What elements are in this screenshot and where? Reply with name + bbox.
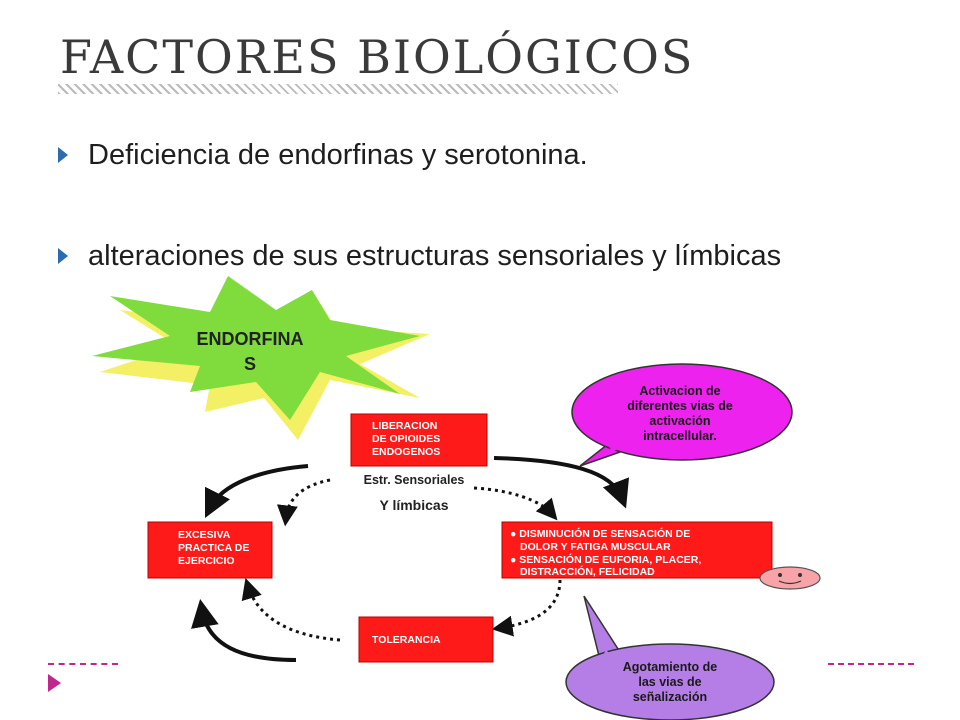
dotted-arrow-top-left: [276, 478, 331, 527]
bubble-top-line-1: Activacion de: [639, 384, 720, 398]
title-decoration: [58, 84, 618, 94]
bullet-text: alteraciones de sus estructuras sensoria…: [88, 240, 782, 272]
starburst-label-line-2: S: [244, 354, 256, 374]
box-efectos-line-3: ● SENSACIÓN DE EUFORIA, PLACER,: [510, 553, 701, 566]
starburst-label-line-1: ENDORFINA: [197, 329, 304, 349]
slide-title: FACTORES BIOLÓGICOS: [60, 30, 695, 84]
box-efectos-line-1: ● DISMINUCIÓN DE SENSACIÓN DE: [510, 527, 690, 540]
bubble-bottom-line-1: Agotamiento de: [623, 660, 717, 674]
box-excesiva-line-1: EXCESIVA: [178, 529, 231, 541]
center-label-line-2: Y límbicas: [379, 497, 448, 513]
box-excesiva: EXCESIVA PRACTICA DE EJERCICIO: [147, 521, 273, 579]
bubble-bottom-line-3: señalización: [633, 690, 707, 704]
box-liberacion-line-1: LIBERACION: [372, 420, 437, 432]
speech-bubble-activacion: Activacion de diferentes vias de activac…: [571, 363, 793, 467]
box-efectos: ● DISMINUCIÓN DE SENSACIÓN DE DOLOR Y FA…: [501, 521, 773, 579]
endorfinas-starburst: ENDORFINA S: [92, 276, 430, 440]
smiley-face-icon: [759, 566, 821, 590]
speech-bubble-agotamiento: Agotamiento de las vias de señalización: [565, 595, 775, 720]
bullet-item-2: alteraciones de sus estructuras sensoria…: [58, 238, 838, 274]
bullet-item-1: Deficiencia de endorfinas y serotonina.: [58, 137, 778, 173]
bubble-bottom-line-2: las vias de: [638, 675, 701, 689]
box-excesiva-line-3: EJERCICIO: [178, 555, 235, 567]
arrow-bottom-left: [191, 598, 297, 662]
bubble-top-line-2: diferentes vias de: [627, 399, 733, 413]
box-efectos-line-4: DISTRACCIÓN, FELICIDAD: [520, 565, 655, 578]
box-liberacion-line-3: ENDOGENOS: [372, 446, 440, 458]
arrow-top-right: [493, 456, 630, 509]
footer-arrow-icon: [48, 674, 61, 692]
dotted-arrow-top-right: [473, 486, 558, 521]
arrow-top-left: [204, 464, 309, 519]
box-excesiva-line-2: PRACTICA DE: [178, 542, 249, 554]
dotted-arrow-bottom-right: [491, 579, 562, 637]
bubble-top-line-3: activación: [649, 414, 710, 428]
dotted-arrow-bottom-left: [241, 577, 341, 642]
footer-dashed-line-right: [828, 663, 914, 665]
box-efectos-line-2: DOLOR Y FATIGA MUSCULAR: [520, 541, 671, 553]
bullet-text: Deficiencia de endorfinas y serotonina.: [88, 139, 588, 171]
box-tolerancia-label: TOLERANCIA: [372, 634, 441, 646]
footer-dashed-line-left: [48, 663, 118, 665]
bullet-arrow-icon: [58, 248, 68, 264]
bullet-arrow-icon: [58, 147, 68, 163]
box-liberacion: LIBERACION DE OPIOIDES ENDOGENOS: [350, 413, 488, 467]
bubble-top-line-4: intracellular.: [643, 429, 717, 443]
starburst-shape: [92, 276, 420, 420]
box-liberacion-line-2: DE OPIOIDES: [372, 433, 440, 445]
box-tolerancia: TOLERANCIA: [358, 616, 494, 663]
center-label-line-1: Estr. Sensoriales: [364, 473, 465, 487]
